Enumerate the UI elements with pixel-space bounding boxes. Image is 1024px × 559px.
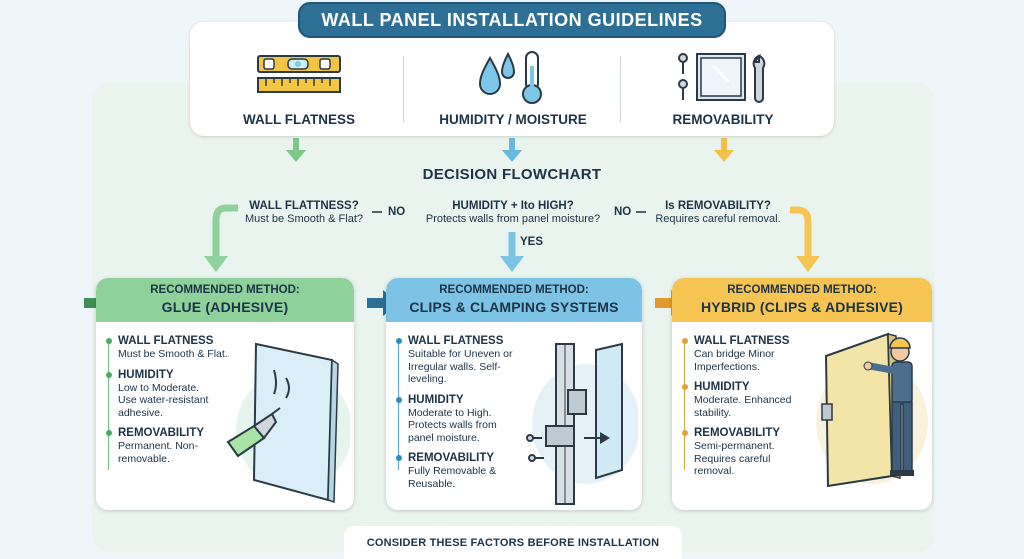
card-item-text: Permanent. Non-removable. bbox=[118, 440, 198, 465]
card-header-method: HYBRID (CLIPS & ADHESIVE) bbox=[700, 299, 904, 315]
adhesive-panel-illustration bbox=[226, 342, 350, 504]
clip-system-illustration bbox=[526, 342, 638, 505]
card-timeline bbox=[398, 340, 399, 470]
card-item-title: WALL FLATNESS bbox=[118, 335, 214, 347]
card-item: WALL FLATNESS Must be Smooth & Flat. bbox=[106, 334, 256, 361]
card-header-label: RECOMMENDED METHOD: bbox=[727, 284, 877, 296]
worker-installing-panel-illustration bbox=[816, 332, 928, 488]
card-header-method: CLIPS & CLAMPING SYSTEMS bbox=[409, 299, 619, 315]
panel-screws-wrench-icon bbox=[678, 53, 766, 103]
spirit-level-icon bbox=[257, 55, 341, 93]
card-item-title: WALL FLATNESS bbox=[694, 335, 790, 347]
card-item-text: Moderate to High. Protects walls from pa… bbox=[408, 406, 497, 444]
card-item: REMOVABILITY Permanent. Non-removable. bbox=[106, 426, 256, 465]
factor-removability: REMOVABILITY bbox=[618, 50, 828, 136]
card-header: RECOMMENDED METHOD: GLUE (ADHESIVE) bbox=[96, 278, 354, 322]
factor-wall-flatness: WALL FLATNESS bbox=[194, 50, 404, 136]
card-header-label: RECOMMENDED METHOD: bbox=[150, 284, 300, 296]
card-item-title: HUMIDITY bbox=[694, 381, 750, 393]
card-timeline bbox=[684, 340, 685, 470]
question-humidity: HUMIDITY + Ito HIGH? Protects walls from… bbox=[420, 200, 606, 226]
method-card-hybrid: RECOMMENDED METHOD: HYBRID (CLIPS & ADHE… bbox=[672, 278, 932, 510]
card-item-title: HUMIDITY bbox=[408, 393, 464, 406]
method-card-glue: RECOMMENDED METHOD: GLUE (ADHESIVE) WALL… bbox=[96, 278, 354, 510]
factor-label: WALL FLATNESS bbox=[243, 112, 355, 127]
card-item: WALL FLATNESS Can bridge Minor Imperfect… bbox=[682, 334, 808, 373]
method-card-clips: RECOMMENDED METHOD: CLIPS & CLAMPING SYS… bbox=[386, 278, 642, 510]
card-item-text: Moderate. Enhanced stability. bbox=[694, 394, 792, 419]
arrow-down-green bbox=[286, 138, 306, 162]
factors-box: WALL FLATNESS HUMIDITY / MOISTURE REMOVA… bbox=[190, 22, 834, 136]
card-item: HUMIDITY Moderate to High. Protects wall… bbox=[396, 393, 534, 445]
water-drops-thermometer-icon bbox=[478, 51, 542, 104]
card-item: WALL FLATNESS Suitable for Uneven or Irr… bbox=[396, 334, 534, 386]
arrow-down-orange bbox=[714, 138, 734, 162]
question-wall-flatness: WALL FLATTNESS? Must be Smooth & Flat? bbox=[238, 200, 370, 226]
flowchart-title: DECISION FLOWCHART bbox=[422, 166, 602, 183]
factor-humidity: HUMIDITY / MOISTURE bbox=[408, 50, 618, 136]
card-body: WALL FLATNESS Can bridge Minor Imperfect… bbox=[682, 334, 808, 485]
no-label: NO bbox=[614, 206, 632, 218]
card-header-label: RECOMMENDED METHOD: bbox=[439, 284, 589, 296]
question-removability: Is REMOVABILITY? Requires careful remova… bbox=[648, 200, 788, 226]
card-item-title: REMOVABILITY bbox=[408, 452, 495, 464]
card-item-text: Semi-permanent. Requires careful removal… bbox=[694, 440, 775, 477]
card-item: HUMIDITY Low to Moderate. Use water-resi… bbox=[106, 368, 256, 420]
card-header: RECOMMENDED METHOD: HYBRID (CLIPS & ADHE… bbox=[672, 278, 932, 322]
card-item: HUMIDITY Moderate. Enhanced stability. bbox=[682, 380, 808, 419]
card-item-text: Fully Removable & Reusable. bbox=[408, 465, 497, 490]
factor-label: HUMIDITY / MOISTURE bbox=[439, 112, 587, 127]
arrow-down-blue bbox=[502, 138, 522, 162]
card-item-title: HUMIDITY bbox=[118, 368, 174, 381]
divider bbox=[620, 56, 621, 122]
divider bbox=[403, 56, 404, 122]
card-item-title: REMOVABILITY bbox=[118, 427, 205, 439]
card-item-text: Must be Smooth & Flat. bbox=[118, 348, 228, 360]
page-title: WALL PANEL INSTALLATION GUIDELINES bbox=[298, 2, 726, 38]
question-subtitle: Requires careful removal. bbox=[655, 213, 781, 225]
card-item: REMOVABILITY Fully Removable & Reusable. bbox=[396, 451, 534, 490]
question-title: HUMIDITY + Ito HIGH? bbox=[452, 200, 574, 212]
question-subtitle: Protects walls from panel moisture? bbox=[425, 213, 601, 225]
question-subtitle: Must be Smooth & Flat? bbox=[245, 213, 363, 225]
card-item-title: WALL FLATNESS bbox=[408, 335, 504, 347]
yes-label: YES bbox=[520, 236, 544, 248]
card-item-title: REMOVABILITY bbox=[694, 427, 781, 439]
card-header-method: GLUE (ADHESIVE) bbox=[161, 299, 289, 315]
card-item-text: Suitable for Uneven or Irregular walls. … bbox=[408, 348, 513, 385]
flow-connectors bbox=[204, 204, 820, 272]
footer-banner: CONSIDER THESE FACTORS BEFORE INSTALLATI… bbox=[344, 526, 682, 559]
card-timeline bbox=[108, 340, 109, 470]
question-title: Is REMOVABILITY? bbox=[665, 200, 771, 212]
card-header: RECOMMENDED METHOD: CLIPS & CLAMPING SYS… bbox=[386, 278, 642, 322]
card-item-text: Low to Moderate. Use water-resistant adh… bbox=[118, 381, 209, 419]
card-body: WALL FLATNESS Suitable for Uneven or Irr… bbox=[396, 334, 534, 497]
card-body: WALL FLATNESS Must be Smooth & Flat. HUM… bbox=[106, 334, 256, 472]
card-item-text: Can bridge Minor Imperfections. bbox=[694, 348, 775, 373]
factor-label: REMOVABILITY bbox=[672, 112, 774, 127]
no-label: NO bbox=[388, 206, 406, 218]
question-title: WALL FLATTNESS? bbox=[249, 200, 359, 212]
card-item: REMOVABILITY Semi-permanent. Requires ca… bbox=[682, 426, 808, 478]
